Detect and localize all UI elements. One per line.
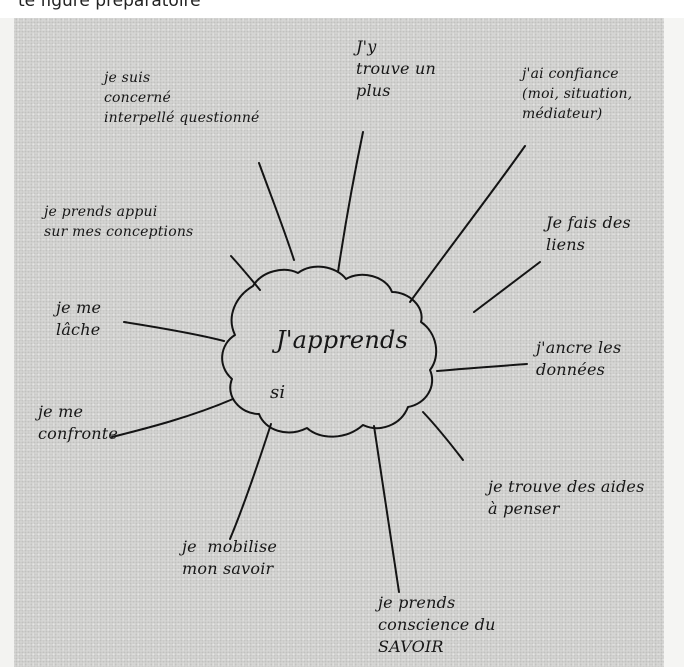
branch-line-trouve-un-plus <box>337 131 364 273</box>
page-left-edge <box>0 18 14 667</box>
node-confiance: j'ai confiance (moi, situation, médiateu… <box>522 66 633 122</box>
central-node-label: J'apprends <box>276 326 409 354</box>
header-strip: te figure préparatoire <box>0 0 684 18</box>
header-fragment: te figure préparatoire <box>18 0 201 11</box>
node-confronte: je me confronte <box>38 402 119 443</box>
node-savoir: je prends conscience du SAVOIR <box>378 593 496 656</box>
branch-line-savoir <box>373 425 400 593</box>
branch-line-confronte <box>111 398 234 438</box>
node-mobilise: je mobilise mon savoir <box>182 537 278 578</box>
branch-line-liens <box>473 261 541 313</box>
branch-line-mobilise <box>229 423 272 540</box>
center-cloud <box>221 265 438 438</box>
branch-line-appui <box>230 255 261 291</box>
branch-line-aides <box>422 411 464 461</box>
node-trouve-un-plus: J'y trouve un plus <box>356 37 437 100</box>
node-lache: je me lâche <box>56 298 102 339</box>
node-liens: Je fais des liens <box>546 213 631 254</box>
node-concerne: je suis concerné interpellé questionné <box>104 70 260 126</box>
branch-line-confiance <box>409 145 526 303</box>
central-node-connector: si <box>270 382 286 403</box>
page-right-edge <box>664 18 684 667</box>
branch-line-lache <box>123 321 225 342</box>
node-ancre: j'ancre les données <box>536 338 622 379</box>
node-aides: je trouve des aides à penser <box>488 477 645 518</box>
branch-line-ancre <box>436 363 528 372</box>
node-appui: je prends appui sur mes conceptions <box>44 204 194 240</box>
branch-line-concerne <box>258 162 295 261</box>
